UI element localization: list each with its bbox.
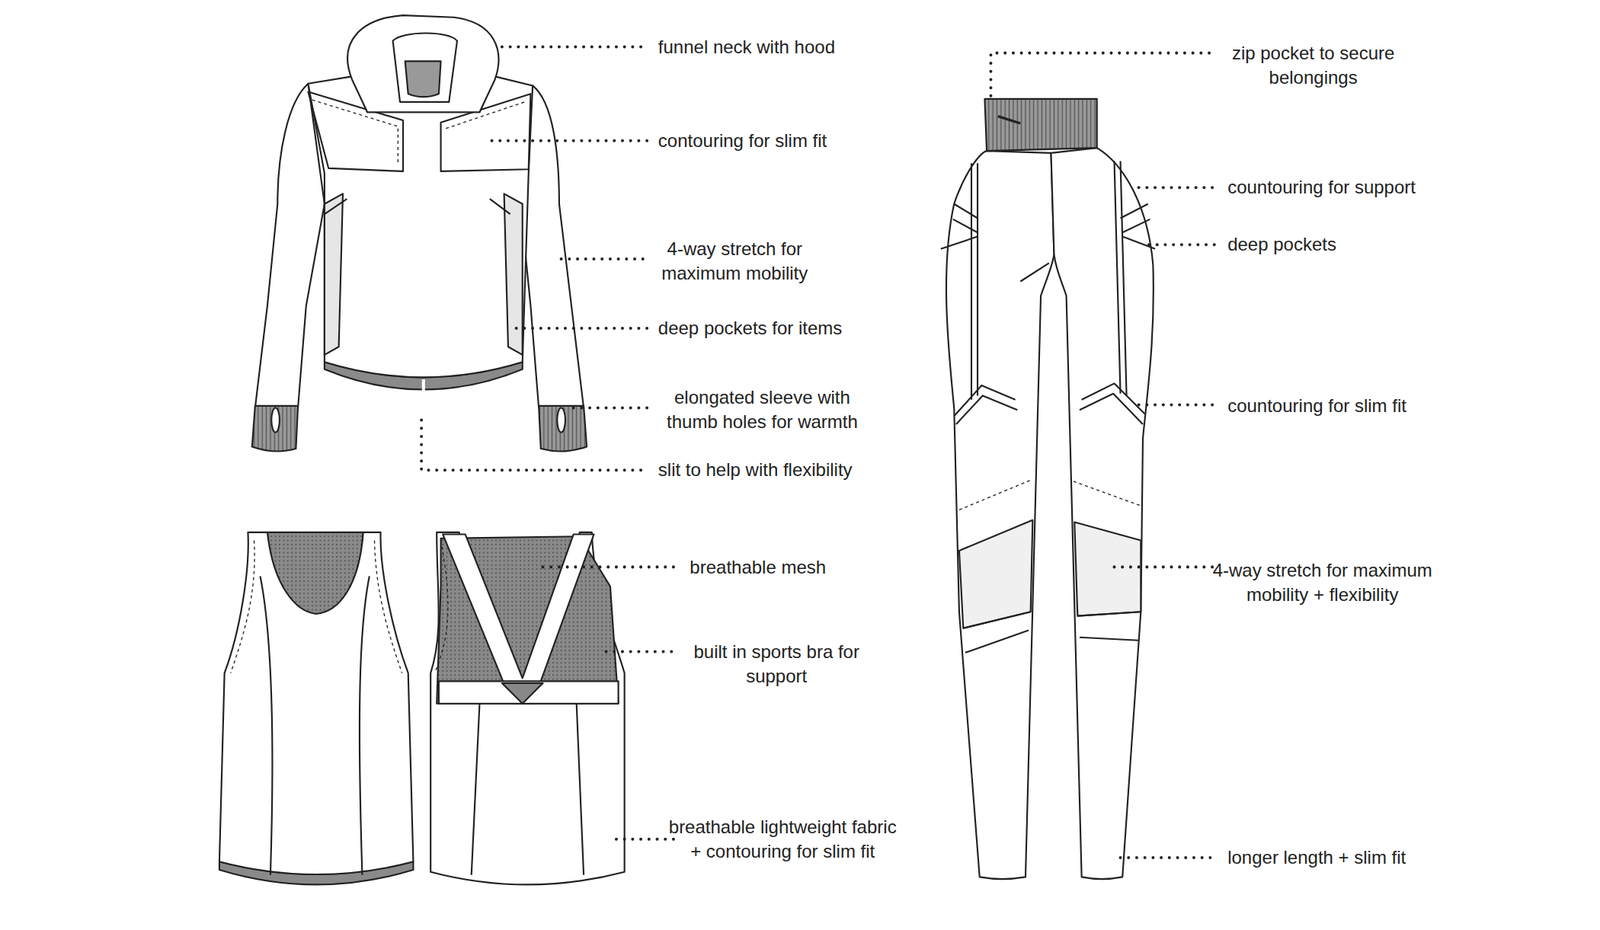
hoodie-flat-part bbox=[556, 408, 566, 433]
leader-lines-part bbox=[543, 565, 680, 569]
callout-label: funnel neck with hood bbox=[658, 35, 836, 60]
callout-label: built in sports bra for support bbox=[662, 640, 891, 689]
leader-lines-part bbox=[1139, 403, 1218, 407]
hoodie-flat-part bbox=[255, 83, 325, 409]
leggings-flat-part bbox=[959, 479, 1033, 510]
hoodie-flat bbox=[252, 15, 587, 452]
leggings-flat-part bbox=[959, 520, 1033, 629]
callout-label: countouring for support bbox=[1227, 175, 1416, 200]
tank-back-flat-part bbox=[471, 704, 480, 876]
leggings-flat-part bbox=[1077, 611, 1141, 640]
tank-back-flat bbox=[430, 532, 624, 886]
leggings-flat-part bbox=[970, 163, 973, 400]
leggings-flat-part bbox=[1073, 481, 1141, 506]
leader-lines-part bbox=[1148, 243, 1218, 247]
leggings-flat-part bbox=[998, 116, 1021, 124]
hoodie-flat-part bbox=[347, 15, 499, 112]
leader-lines-part bbox=[616, 838, 680, 842]
hoodie-flat-part bbox=[324, 193, 343, 356]
hoodie-flat-part bbox=[504, 193, 523, 356]
leader-lines-part bbox=[492, 139, 650, 143]
leader-lines-part bbox=[1120, 856, 1218, 860]
leader-lines-part bbox=[1114, 565, 1218, 569]
hoodie-flat-part bbox=[489, 198, 511, 215]
leggings-flat-part bbox=[984, 99, 1097, 151]
callout-label: breathable mesh bbox=[689, 555, 826, 580]
callout-label: slit to help with flexibility bbox=[658, 457, 853, 483]
callout-label: deep pockets for items bbox=[658, 316, 842, 341]
hoodie-flat-part bbox=[307, 76, 533, 378]
callout-label: elongated sleeve with thumb holes for wa… bbox=[647, 385, 877, 435]
tank-front-flat-part bbox=[260, 576, 273, 875]
leggings-flat-part bbox=[1074, 521, 1141, 616]
leggings-flat-part bbox=[1020, 262, 1050, 282]
tank-back-flat-part bbox=[438, 681, 619, 704]
leader-lines-part bbox=[502, 45, 650, 49]
callout-label: breathable lightweight fabric + contouri… bbox=[668, 815, 897, 864]
callout-label: 4-way stretch for maximum mobility bbox=[643, 236, 826, 286]
leggings-flat-part bbox=[953, 385, 1015, 416]
leggings-flat-part bbox=[946, 150, 1055, 880]
hoodie-flat-part bbox=[271, 408, 280, 433]
leader-lines-part bbox=[561, 257, 650, 261]
leggings-flat-part bbox=[1120, 204, 1151, 233]
leggings-flat-part bbox=[940, 236, 978, 250]
hoodie-flat-part bbox=[422, 379, 426, 407]
tank-front-flat-part bbox=[230, 540, 255, 674]
leggings-flat-part bbox=[1122, 236, 1156, 250]
leader-lines-part bbox=[990, 53, 1216, 96]
callout-label: 4-way stretch for maximum mobility + fle… bbox=[1193, 558, 1453, 608]
callout-label: countouring for slim fit bbox=[1227, 393, 1407, 419]
tank-back-flat-part bbox=[430, 532, 624, 886]
leggings-flat-part bbox=[1081, 383, 1146, 414]
callout-label: zip pocket to secure belongings bbox=[1210, 41, 1417, 90]
leader-lines-part bbox=[421, 420, 650, 471]
leader-lines-part bbox=[1139, 185, 1218, 189]
leggings-flat-part bbox=[1079, 393, 1143, 425]
leggings-flat bbox=[940, 99, 1156, 880]
hoodie-flat-part bbox=[393, 33, 458, 103]
leggings-flat-part bbox=[963, 611, 1031, 653]
hoodie-flat-part bbox=[538, 406, 587, 452]
hoodie-flat-part bbox=[252, 406, 298, 452]
tank-front-flat bbox=[219, 532, 413, 886]
tank-back-flat-part bbox=[502, 683, 544, 704]
callout-label: longer length + slim fit bbox=[1227, 845, 1406, 871]
leggings-flat-part bbox=[953, 204, 978, 233]
leader-lines-part bbox=[606, 649, 680, 653]
hoodie-flat-part bbox=[405, 60, 442, 97]
leggings-flat-part bbox=[1050, 147, 1153, 880]
leader-lines-part bbox=[516, 326, 650, 330]
leggings-flat-part bbox=[956, 395, 1018, 424]
leader-lines bbox=[421, 47, 1218, 858]
tank-back-flat-part bbox=[435, 540, 448, 674]
tank-front-flat-part bbox=[219, 532, 413, 875]
tank-back-flat-part bbox=[576, 704, 584, 876]
tank-front-flat-part bbox=[374, 540, 403, 674]
tank-back-flat-part bbox=[442, 534, 594, 704]
leader-lines-part bbox=[573, 406, 650, 410]
callout-label: contouring for slim fit bbox=[658, 128, 827, 154]
tank-front-flat-part bbox=[359, 576, 370, 875]
hoodie-flat-part bbox=[324, 198, 347, 215]
leggings-flat-part bbox=[1120, 161, 1127, 397]
leggings-flat-part bbox=[976, 163, 979, 396]
callout-label: deep pockets bbox=[1227, 232, 1337, 257]
leggings-flat-part bbox=[1114, 161, 1121, 394]
